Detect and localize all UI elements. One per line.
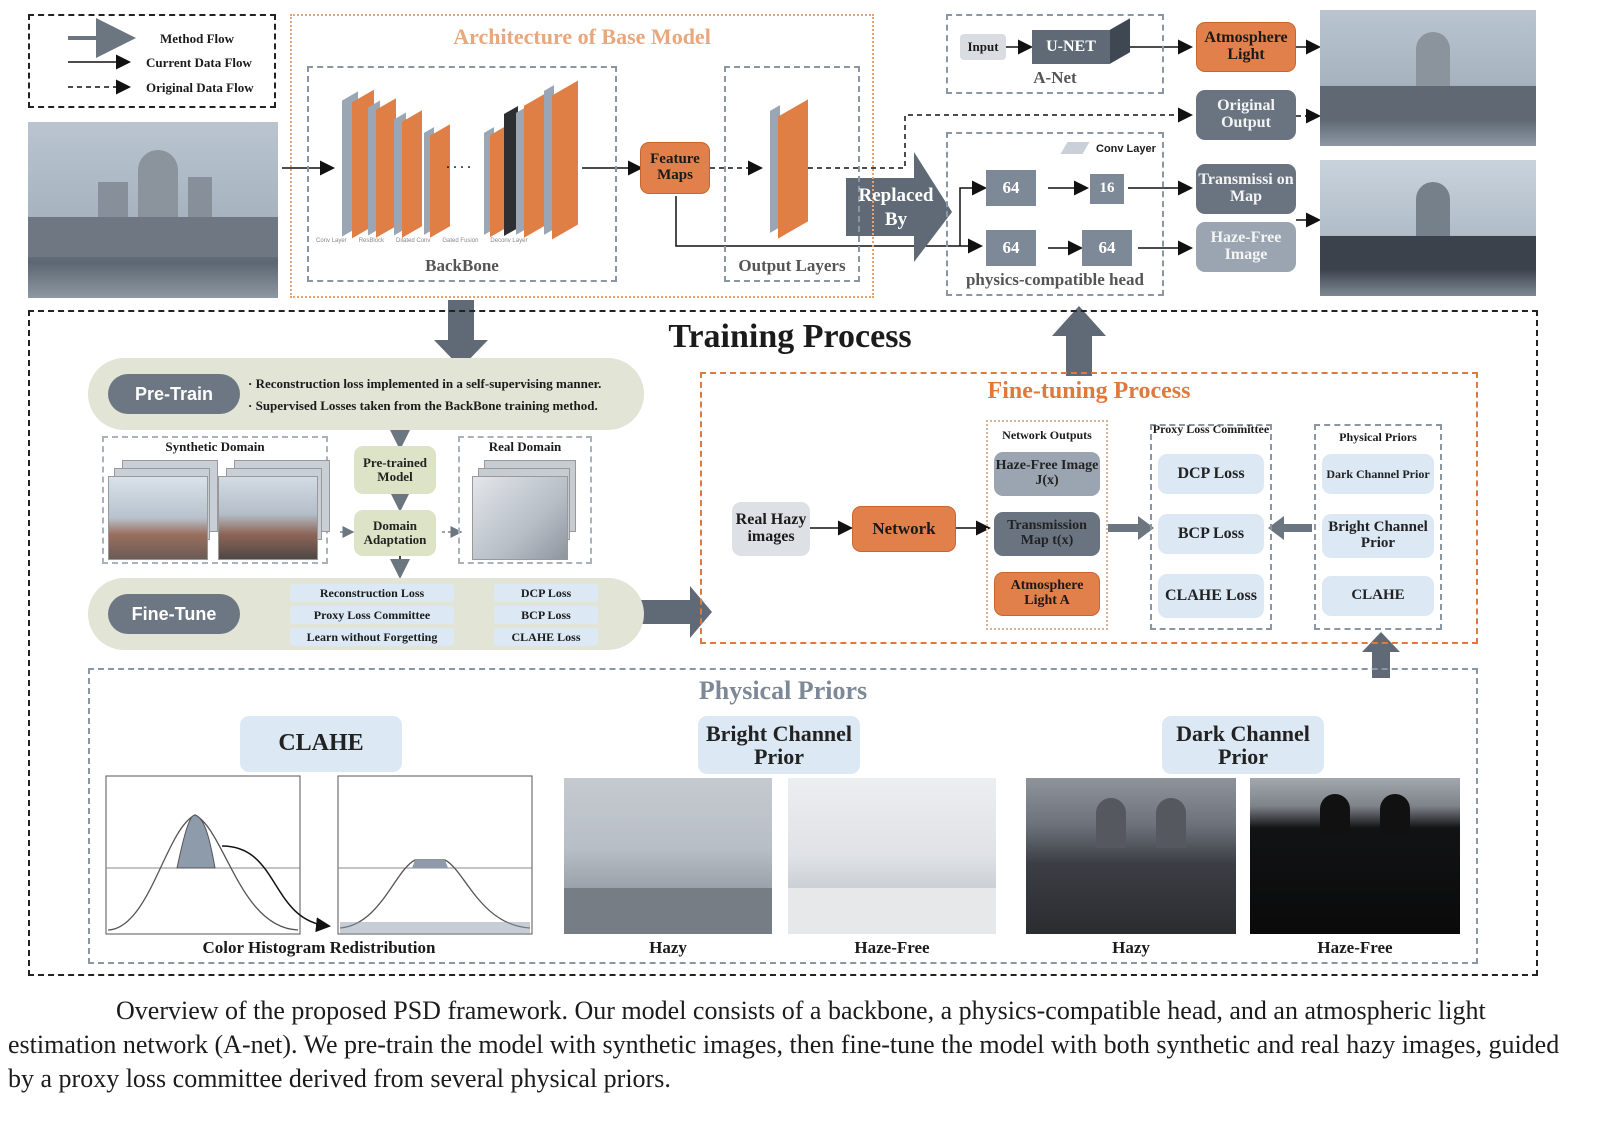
layer-legend-dilated: Dilated Conv: [396, 238, 431, 244]
dark-haze-free-label: Haze-Free: [1317, 938, 1393, 957]
real-domain-box: [458, 436, 592, 564]
replaced-by-label: Replaced By: [858, 185, 934, 230]
head-conv-16: 16: [1090, 174, 1124, 204]
original-output-image: [1320, 10, 1536, 146]
anet-input: Input: [960, 34, 1006, 60]
layer-legend-conv: Conv Layer: [316, 238, 347, 244]
pretrain-label: Pre-Train: [108, 374, 240, 414]
layer-legend-resblock: ResBlock: [358, 238, 385, 244]
synthetic-domain-label: Synthetic Domain: [165, 439, 265, 454]
output-haze-free-image: Haze-Free Image J(x): [994, 452, 1100, 496]
finetune-learn-without-forgetting: Learn without Forgetting: [290, 628, 454, 646]
conv-layer-legend: Conv Layer: [1096, 143, 1156, 155]
head-conv-64-c: 64: [1082, 230, 1132, 266]
real-domain-image: [472, 476, 568, 560]
output-atmosphere-light: Atmosphere Light A: [994, 572, 1100, 616]
physics-head-box: [946, 132, 1164, 296]
atmosphere-light-output: Atmosphere Light: [1196, 22, 1296, 72]
proxy-loss-committee-box: [1150, 424, 1272, 630]
legend-method-flow: Method Flow: [160, 31, 235, 46]
pretrained-model-box: Pre-trained Model: [354, 446, 436, 494]
committee-dcp-loss: DCP Loss: [494, 584, 598, 602]
domain-adaptation-box: Domain Adaptation: [354, 510, 436, 556]
bright-haze-free-image: [788, 778, 996, 934]
bright-hazy-label: Hazy: [649, 938, 687, 957]
proxy-dcp-loss: DCP Loss: [1158, 454, 1264, 494]
proxy-clahe-loss: CLAHE Loss: [1158, 574, 1264, 618]
original-output-box: Original Output: [1196, 90, 1296, 140]
proxy-bcp-loss: BCP Loss: [1158, 514, 1264, 554]
physical-priors-title: Physical Priors: [698, 676, 868, 705]
prior-clahe: CLAHE: [1322, 576, 1434, 616]
physics-head-label: physics-compatible head: [965, 270, 1145, 289]
unet-block: U-NET: [1032, 30, 1110, 64]
network-outputs-box: [986, 420, 1108, 630]
bright-haze-free-label: Haze-Free: [854, 938, 930, 957]
synthetic-image-2: [218, 476, 318, 560]
finetune-label: Fine-Tune: [108, 594, 240, 634]
legend-box: [28, 14, 276, 108]
real-domain-label: Real Domain: [488, 439, 562, 454]
pretrain-bullet-1: · Reconstruction loss implemented in a s…: [248, 376, 602, 391]
layer-legend-gated: Gated Fusion: [442, 238, 479, 244]
backbone-label: BackBone: [425, 256, 499, 275]
network-outputs-title: Network Outputs: [1002, 428, 1092, 442]
base-model-box: [290, 14, 874, 298]
physical-priors-box: [88, 668, 1478, 964]
haze-free-image-box: Haze-Free Image: [1196, 222, 1296, 272]
dark-haze-free-image: [1250, 778, 1460, 934]
legend-arrows: [68, 18, 136, 95]
dark-hazy-image: [1026, 778, 1236, 934]
legend-original-data-flow: Original Data Flow: [146, 80, 254, 95]
real-hazy-images-box: Real Hazy images: [732, 502, 810, 556]
output-transmission-map: Transmission Map t(x): [994, 512, 1100, 556]
finetune-proxy-committee: Proxy Loss Committee: [290, 606, 454, 624]
dark-hazy-label: Hazy: [1112, 938, 1150, 957]
bright-hazy-image: [564, 778, 772, 934]
figure-caption: Overview of the proposed PSD framework. …: [8, 994, 1568, 1096]
input-hazy-image: [28, 122, 278, 298]
output-layers-box: [724, 66, 860, 282]
histogram-caption: Color Histogram Redistribution: [202, 938, 436, 957]
clahe-header: CLAHE: [240, 716, 402, 772]
anet-label: A-Net: [1033, 68, 1077, 87]
backbone-layer-legend: Conv Layer ResBlock Dilated Conv Gated F…: [316, 238, 616, 244]
synthetic-image-1: [108, 476, 208, 560]
layer-legend-deconv: Deconv Layer: [490, 238, 528, 244]
proxy-loss-committee-title: Proxy Loss Committee: [1152, 422, 1270, 436]
finetuning-process-title: Fine-tuning Process: [987, 378, 1191, 404]
output-layers-label: Output Layers: [738, 256, 846, 275]
finetune-reconstruction-loss: Reconstruction Loss: [290, 584, 454, 602]
physical-priors-small-box: [1314, 424, 1442, 630]
prior-dark-channel: Dark Channel Prior: [1322, 454, 1434, 494]
committee-clahe-loss: CLAHE Loss: [494, 628, 598, 646]
figure-caption-text: Overview of the proposed PSD framework. …: [8, 996, 1560, 1093]
feature-maps-box: Feature Maps: [640, 142, 710, 194]
prior-bright-channel: Bright Channel Prior: [1322, 514, 1434, 558]
backbone-ellipsis: · · · ·: [446, 160, 472, 174]
anet-box: [946, 14, 1164, 94]
backbone-box: [307, 66, 617, 282]
head-conv-64-a: 64: [986, 170, 1036, 206]
training-process-title: Training Process: [668, 318, 912, 355]
training-process-box: [28, 310, 1538, 976]
pretrain-bullet-2: · Supervised Losses taken from the BackB…: [248, 398, 598, 413]
dark-channel-header: Dark Channel Prior: [1162, 716, 1324, 774]
head-conv-64-b: 64: [986, 230, 1036, 266]
finetuning-process-box: [700, 372, 1478, 644]
transmission-map-box: Transmissi on Map: [1196, 164, 1296, 214]
bright-channel-header: Bright Channel Prior: [698, 716, 860, 774]
base-model-title: Architecture of Base Model: [453, 24, 711, 49]
legend-current-data-flow: Current Data Flow: [146, 55, 252, 70]
physical-priors-small-title: Physical Priors: [1339, 430, 1417, 444]
haze-free-output-image: [1320, 160, 1536, 296]
clahe-histogram-plots: [105, 775, 533, 935]
network-box: Network: [852, 506, 956, 552]
committee-bcp-loss: BCP Loss: [494, 606, 598, 624]
